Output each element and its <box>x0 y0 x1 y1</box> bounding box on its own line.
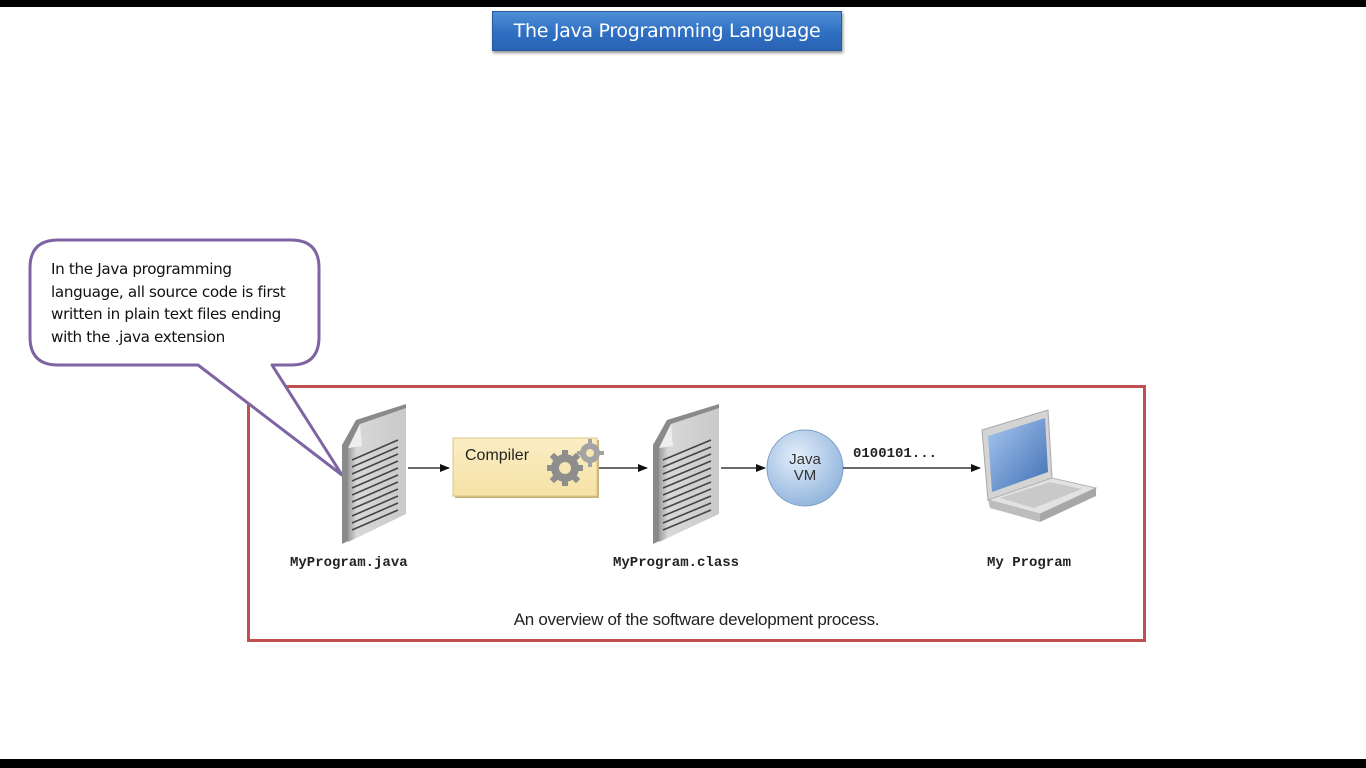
slide-title-box: The Java Programming Language <box>492 11 842 51</box>
slide-title: The Java Programming Language <box>513 20 821 42</box>
laptop-icon <box>981 409 1098 522</box>
class-file-label: MyProgram.class <box>613 555 740 571</box>
bottom-black-bar <box>0 759 1366 768</box>
program-label: My Program <box>987 555 1072 571</box>
callout-text: In the Java programming language, all so… <box>51 258 311 349</box>
jvm-label-line1: Java <box>789 451 821 468</box>
callout-line: language, all source code is first <box>51 282 286 301</box>
compiler-label: Compiler <box>465 447 530 464</box>
jvm-label: Java VM <box>768 452 842 484</box>
gears-icon <box>547 439 604 486</box>
top-black-bar <box>0 0 1366 7</box>
diagram-caption: An overview of the software development … <box>513 610 880 629</box>
callout-bubble <box>28 238 344 477</box>
callout-line: with the .java extension <box>51 328 225 347</box>
callout-line: In the Java programming <box>51 260 232 278</box>
diagram-frame <box>247 385 1146 642</box>
document-icon <box>342 404 406 544</box>
jvm-label-line2: VM <box>793 467 817 484</box>
callout-line: written in plain text files ending <box>51 305 281 324</box>
binary-output-label: 0100101... <box>853 446 938 462</box>
source-file-label: MyProgram.java <box>290 555 408 571</box>
class-document-icon <box>653 404 719 544</box>
